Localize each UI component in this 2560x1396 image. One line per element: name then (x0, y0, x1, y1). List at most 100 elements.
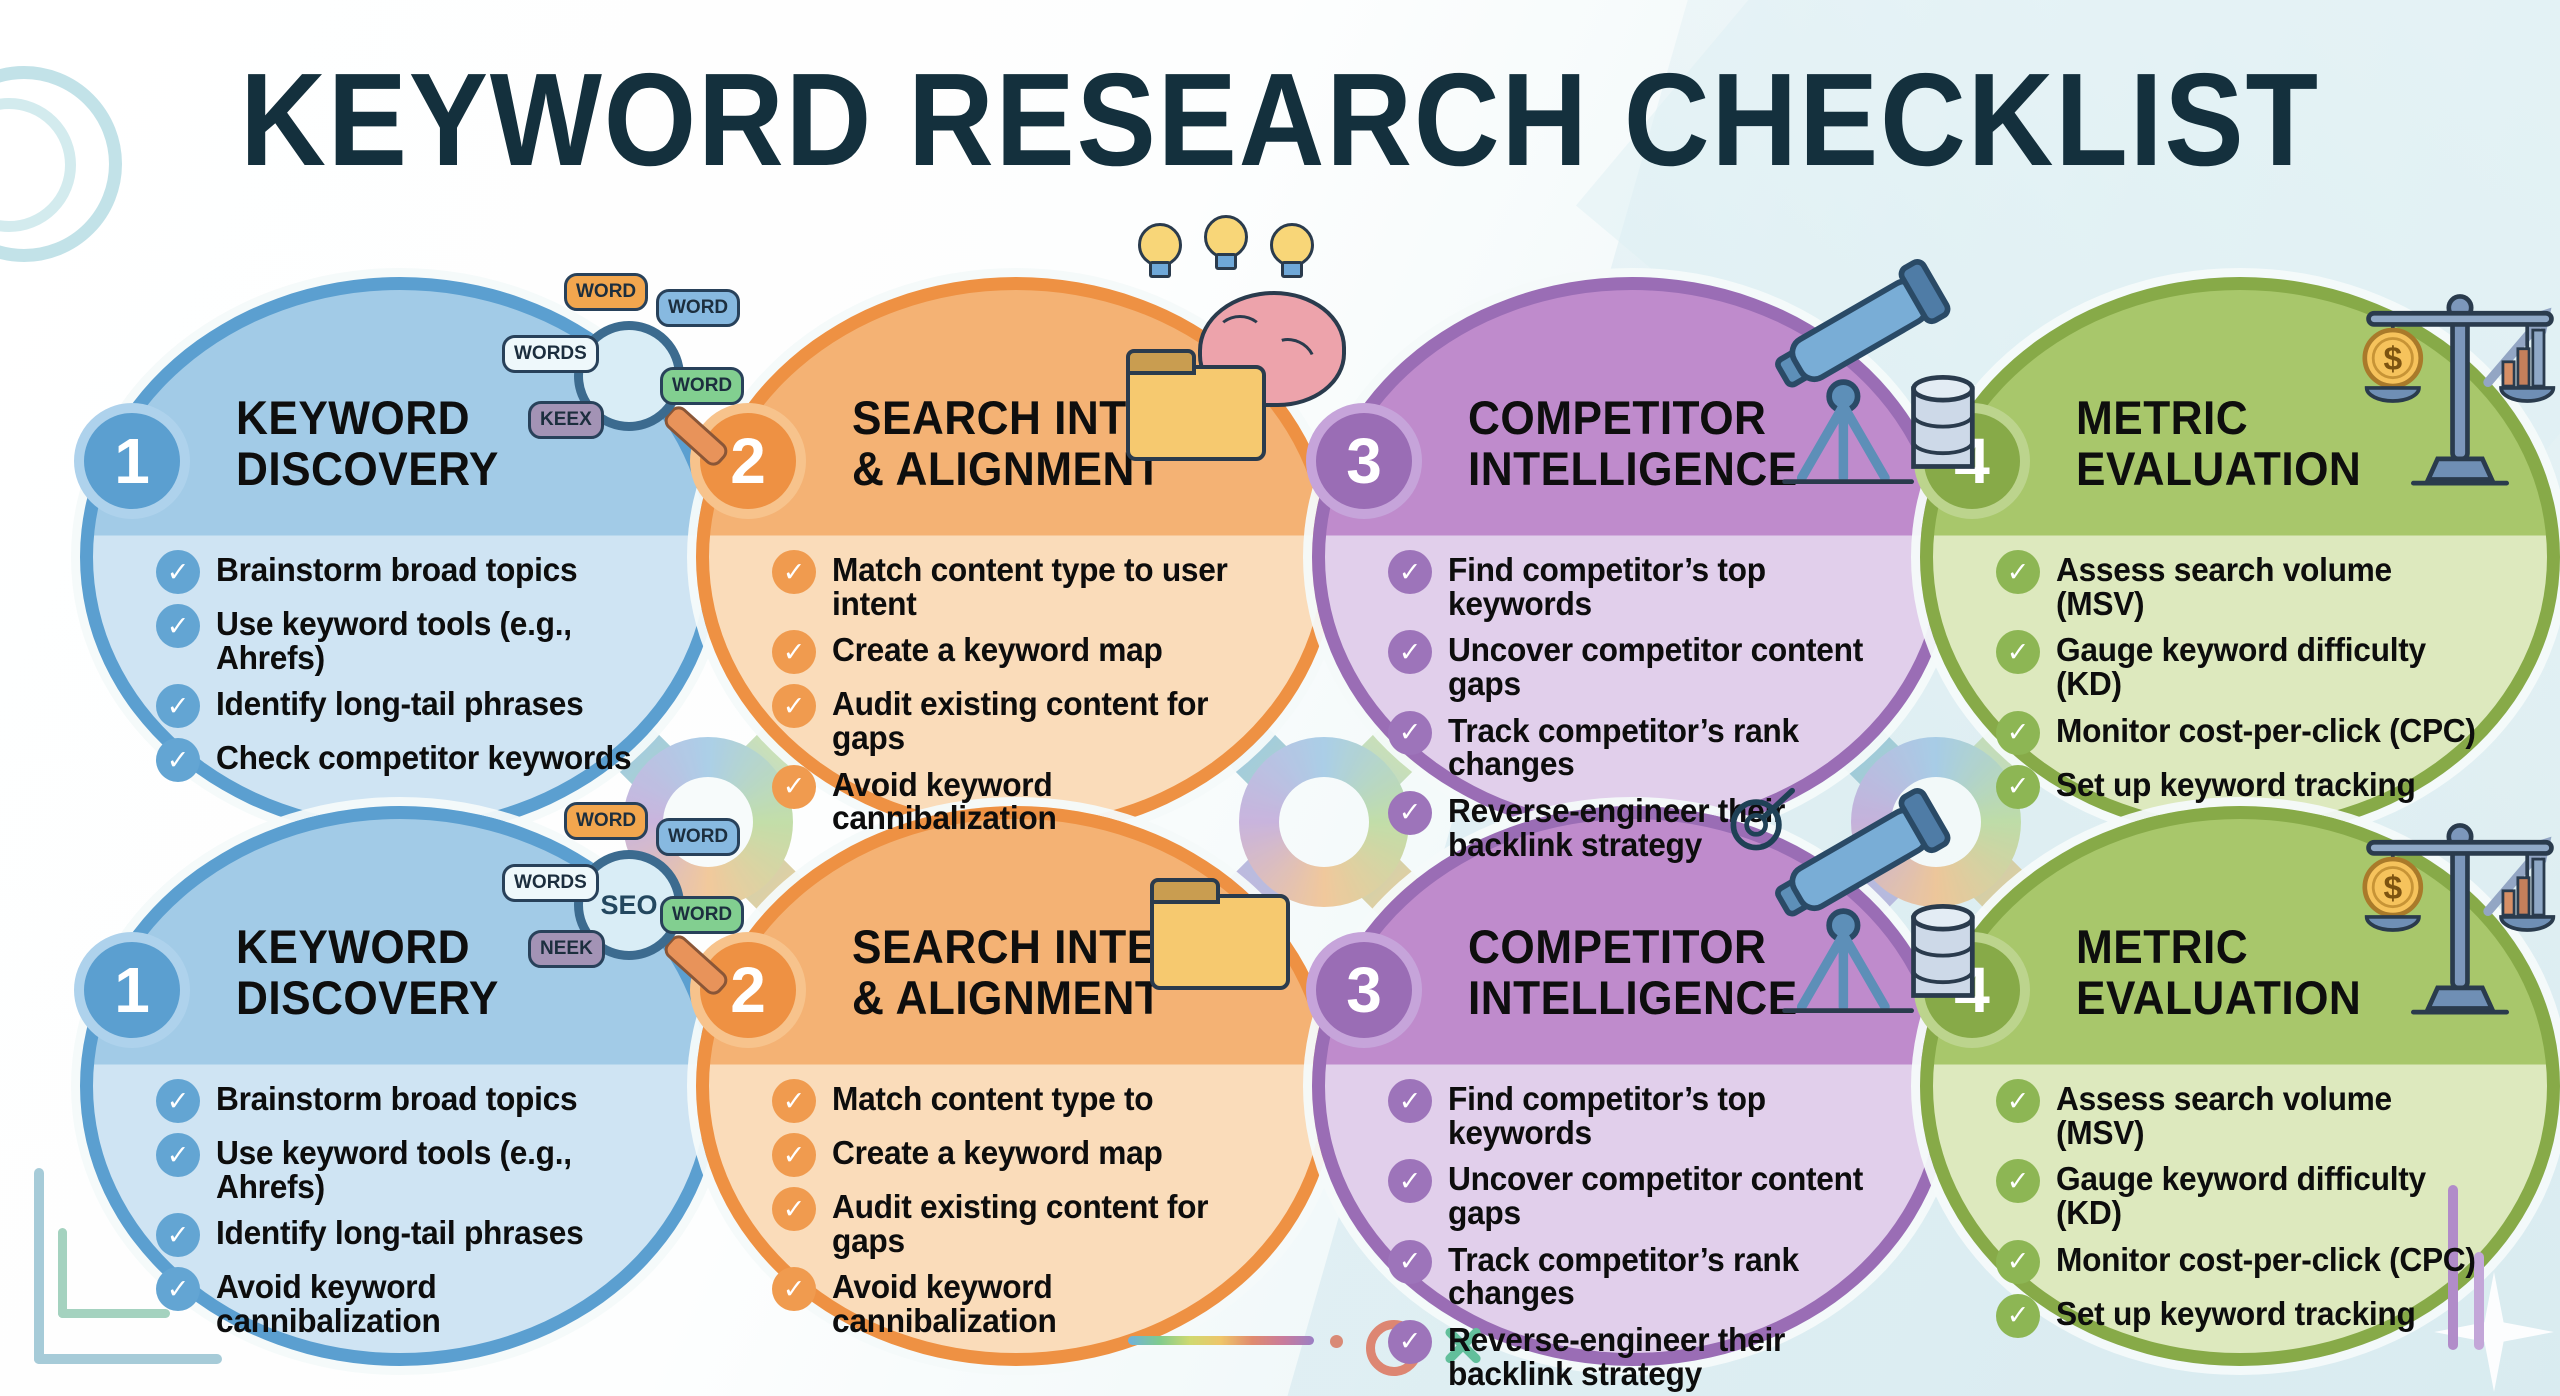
checklist-item-text: Use keyword tools (e.g., Ahrefs) (216, 605, 572, 676)
checklist-item: Match content type to (772, 1078, 1272, 1123)
checklist-item: Audit existing content for gaps (772, 683, 1272, 754)
checklist-item-text: Uncover competitor content gaps (1448, 631, 1863, 702)
lightbulb-icon (1138, 223, 1182, 267)
check-icon (156, 604, 200, 648)
checklist-item-text: Track competitor’s rank changes (1448, 1240, 1799, 1312)
word-bubble: WORD (564, 802, 649, 840)
word-bubble: WORD (656, 818, 741, 856)
check-icon (1996, 630, 2040, 675)
link-node-decoration (1174, 672, 1474, 972)
checklist-item-text: Reverse-engineer their backlink strategy (1448, 791, 1786, 863)
card-title-line2: & ALIGNMENT (852, 970, 1163, 1024)
step-number-badge: 1 (74, 932, 190, 1048)
card-title-line1: COMPETITOR (1468, 391, 1767, 444)
card-title: METRIC EVALUATION (2076, 392, 2361, 495)
check-icon (1388, 710, 1432, 755)
checklist-item: Create a keyword map (772, 629, 1272, 675)
checklist-item: Avoid keyword cannibalization (772, 764, 1272, 835)
word-bubble: WORDS (502, 864, 599, 902)
checklist-item: Monitor cost-per-click (CPC) (1996, 710, 2496, 755)
checklist: Brainstorm broad topics Use keyword tool… (156, 549, 656, 791)
corner-bracket-decoration (34, 1168, 44, 1364)
checklist-item: Set up keyword tracking (1996, 764, 2496, 809)
check-icon (1996, 1239, 2040, 1284)
checklist-item: Reverse-engineer their backlink strategy (1388, 1319, 1888, 1390)
checklist-item: Set up keyword tracking (1996, 1293, 2496, 1338)
telescope-database-icon (1722, 259, 1978, 507)
card-title-line2: DISCOVERY (236, 970, 499, 1024)
checklist-item: Assess search volume (MSV) (1996, 549, 2496, 620)
corner-bracket-decoration (34, 1354, 222, 1364)
step-number: 2 (730, 425, 766, 497)
page-title: KEYWORD RESEARCH CHECKLIST (240, 46, 2320, 193)
brain-icon (1198, 291, 1346, 407)
step-number: 1 (114, 954, 150, 1026)
telescope-database-graphic (1775, 259, 1975, 485)
balance-scale-icon: $ (2348, 267, 2560, 507)
checklist-item-text: Find competitor’s top keywords (1448, 551, 1766, 622)
checklist-item: Track competitor’s rank changes (1388, 710, 1888, 781)
step-number: 2 (730, 954, 766, 1026)
check-icon (1388, 630, 1432, 675)
keyword-bubbles-magnifier-icon: WORD WORD WORDS WORD KEEX (502, 273, 745, 505)
card-metric-evaluation-bottom: 4 METRIC EVALUATION $ (1914, 806, 2560, 1366)
check-icon (156, 738, 200, 783)
checklist-item: Brainstorm broad topics (156, 549, 656, 594)
card-title: METRIC EVALUATION (2076, 921, 2362, 1024)
brain-lightbulbs-folder-icon (1126, 215, 1366, 495)
card-title-line2: EVALUATION (2076, 970, 2362, 1024)
checklist-item: Gauge keyword difficulty (KD) (1996, 1158, 2496, 1229)
check-icon (1388, 1159, 1432, 1204)
card-title-line2: DISCOVERY (236, 441, 499, 495)
check-icon (772, 1079, 816, 1123)
checklist-item-text: Reverse-engineer their backlink strategy (1448, 1320, 1786, 1392)
card-title-line2: INTELLIGENCE (1468, 441, 1798, 495)
check-icon (1996, 710, 2040, 755)
checklist-item-text: Gauge keyword difficulty (KD) (2056, 1160, 2426, 1231)
checklist-item-text: Monitor cost-per-click (CPC) (2056, 711, 2476, 749)
card-title: KEYWORD DISCOVERY (236, 920, 499, 1024)
word-bubble: WORD (660, 896, 745, 934)
card-competitor-intelligence-top: 3 COMPETITOR INTELLIGENCE Find competi (1306, 259, 1975, 861)
card-search-intent-bottom: 2 SEARCH INTENT & ALIGNMENT Match conten… (690, 806, 1336, 1366)
check-icon (772, 630, 816, 675)
checklist: Assess search volume (MSV) Gauge keyword… (1996, 549, 2496, 818)
dollar-sign: $ (2383, 341, 2402, 378)
checklist-item-text: Gauge keyword difficulty (KD) (2056, 631, 2426, 702)
checklist-item-text: Audit existing content for gaps (832, 1188, 1209, 1259)
balance-scale-graphic: $ (2362, 823, 2556, 1015)
telescope-database-target-icon (1722, 787, 1978, 1036)
dollar-sign: $ (2383, 870, 2402, 907)
checklist-item: Use keyword tools (e.g., Ahrefs) (156, 603, 656, 674)
telescope-database-target-graphic (1730, 787, 1975, 1014)
checklist-item: Brainstorm broad topics (156, 1078, 656, 1123)
checklist-item-text: Set up keyword tracking (2056, 1294, 2416, 1332)
step-number: 1 (114, 425, 150, 497)
checklist-item: Avoid keyword cannibalization (772, 1266, 1272, 1337)
checklist-item-text: Match content type to (832, 1080, 1154, 1117)
checklist-item-text: Identify long-tail phrases (216, 1214, 584, 1252)
checklist: Brainstorm broad topics Use keyword tool… (156, 1078, 656, 1347)
check-icon (772, 684, 816, 729)
check-icon (156, 1079, 200, 1123)
checklist-item-text: Assess search volume (MSV) (2056, 1080, 2392, 1151)
step-number-badge: 1 (74, 403, 190, 519)
folder-icon (1150, 878, 1290, 990)
balance-scale-icon: $ (2348, 796, 2560, 1036)
card-competitor-intelligence-bottom: 3 COMPETITOR INTELLIGENCE (1306, 787, 1975, 1390)
card-metric-evaluation-top: 4 METRIC EVALUATION $ (1914, 277, 2560, 837)
card-title-line1: COMPETITOR (1468, 920, 1767, 973)
checklist-item-text: Audit existing content for gaps (832, 685, 1209, 756)
card-title-line1: KEYWORD (236, 920, 471, 973)
checklist-item: Gauge keyword difficulty (KD) (1996, 629, 2496, 700)
checklist-item-text: Track competitor’s rank changes (1448, 711, 1799, 783)
check-icon (1996, 550, 2040, 594)
card-keyword-discovery-bottom: 1 KEYWORD DISCOVERY SEO WORD WORD WORDS … (74, 802, 745, 1366)
checklist-item: Reverse-engineer their backlink strategy (1388, 790, 1888, 861)
check-icon (156, 1213, 200, 1258)
card-search-intent-top: 2 SEARCH INTENT & ALIGNMENT Match conten… (690, 215, 1346, 837)
card-keyword-discovery-top: 1 KEYWORD DISCOVERY WORD WORD WORDS WORD… (74, 273, 745, 837)
checklist-item-text: Brainstorm broad topics (216, 1080, 578, 1117)
check-icon (772, 1133, 816, 1177)
